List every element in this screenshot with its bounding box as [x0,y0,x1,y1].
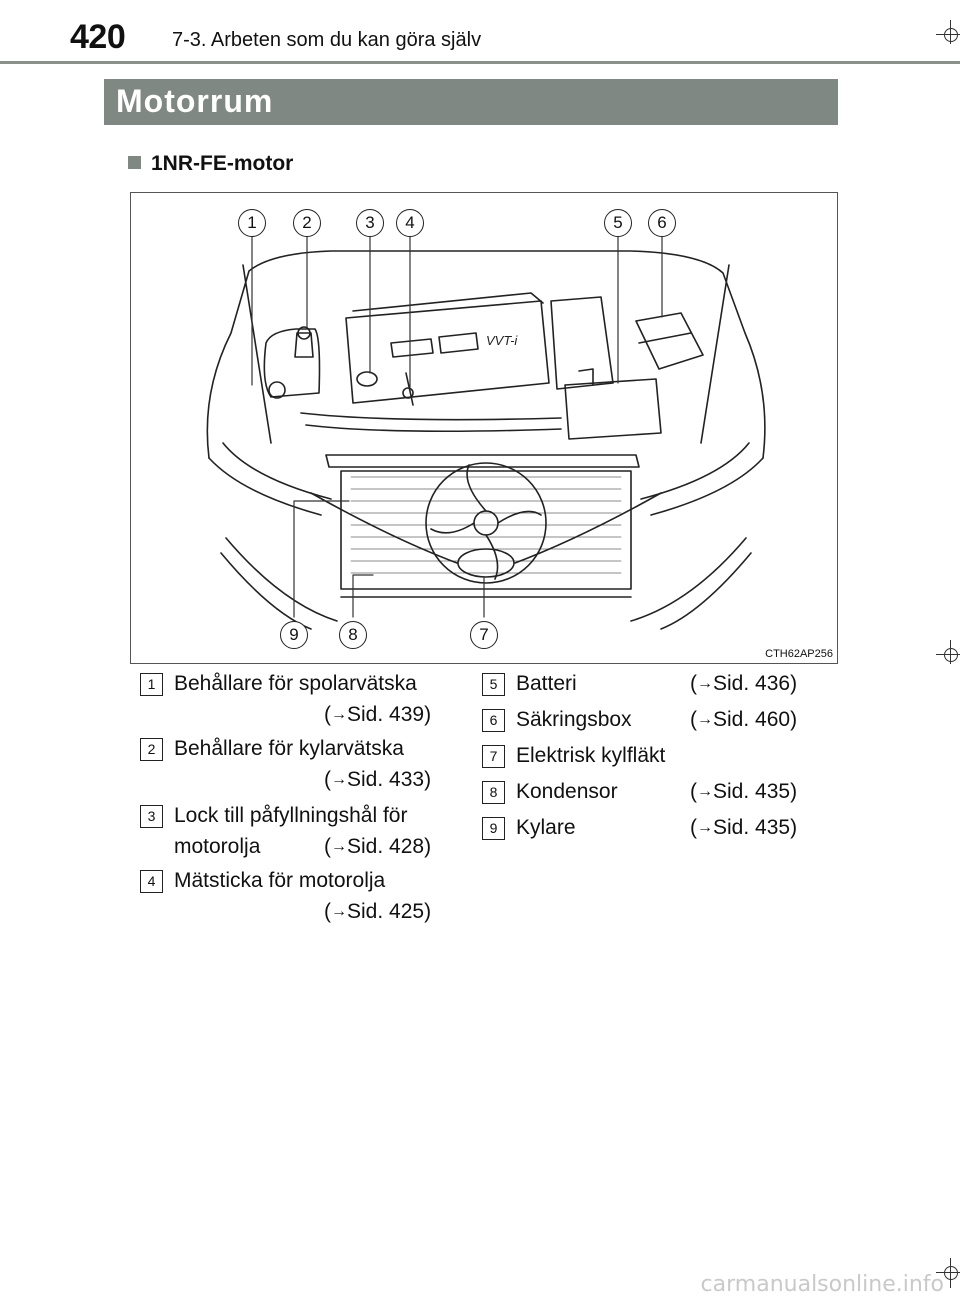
callout-9: 9 [280,621,308,649]
legend-item-8: 8 Kondensor (→Sid. 435) [482,776,822,809]
callout-1: 1 [238,209,266,237]
page-reference: (→Sid. 435) [690,780,798,803]
page-reference: (→Sid. 435) [690,816,798,839]
page-reference: (→Sid. 425) [324,900,432,923]
reference-link[interactable]: Sid. 439 [347,703,425,726]
callout-5: 5 [604,209,632,237]
reference-link[interactable]: Sid. 428 [347,835,425,858]
engine-compartment-figure: VVT-i [130,192,838,664]
arrow-right-icon: → [331,771,347,788]
legend-number: 7 [482,745,505,768]
page-reference: (→Sid. 439) [324,703,432,726]
section-banner: Motorrum [104,79,838,125]
callout-2: 2 [293,209,321,237]
legend-item-1: 1 Behållare för spolarvätska (→Sid. 439) [140,668,460,732]
legend-item-9: 9 Kylare (→Sid. 435) [482,812,822,845]
vvti-label: VVT-i [486,333,518,348]
legend-number: 9 [482,817,505,840]
arrow-right-icon: → [697,783,713,800]
section-title: Motorrum [116,83,274,119]
arrow-right-icon: → [331,706,347,723]
legend-item-3: 3 Lock till påfyllningshål för motorolja… [140,800,460,864]
legend-text: Säkringsbox [516,708,632,731]
reference-link[interactable]: Sid. 433 [347,768,425,791]
legend-text: Kylare [516,816,576,839]
header-rule [0,61,960,64]
legend-text: Mätsticka för motorolja [174,869,386,892]
legend-item-2: 2 Behållare för kylarvätska (→Sid. 433) [140,733,460,797]
arrow-right-icon: → [331,838,347,855]
arrow-right-icon: → [697,675,713,692]
reference-link[interactable]: Sid. 425 [347,900,425,923]
reference-link[interactable]: Sid. 435 [713,780,791,803]
reference-link[interactable]: Sid. 435 [713,816,791,839]
callout-8: 8 [339,621,367,649]
reference-link[interactable]: Sid. 436 [713,672,791,695]
legend-text: Kondensor [516,780,618,803]
figure-code: CTH62AP256 [765,648,833,660]
callout-7: 7 [470,621,498,649]
legend-item-5: 5 Batteri (→Sid. 436) [482,668,822,701]
legend-number: 1 [140,673,163,696]
legend-item-7: 7 Elektrisk kylfläkt [482,740,822,773]
page-number: 420 [70,18,126,56]
page-reference: (→Sid. 436) [690,672,798,695]
legend-item-6: 6 Säkringsbox (→Sid. 460) [482,704,822,737]
legend-text: Behållare för spolarvätska [174,672,417,695]
legend-text: Behållare för kylarvätska [174,737,404,760]
callout-3: 3 [356,209,384,237]
arrow-right-icon: → [697,819,713,836]
subheading: 1NR-FE-motor [128,152,293,176]
legend-text-line-2: motorolja [174,835,261,858]
running-header: 7-3. Arbeten som du kan göra själv [172,29,482,51]
legend-text: Elektrisk kylfläkt [516,744,666,767]
legend-number: 6 [482,709,505,732]
reference-link[interactable]: Sid. 460 [713,708,791,731]
page-reference: (→Sid. 428) [324,835,432,858]
arrow-right-icon: → [331,903,347,920]
legend-number: 5 [482,673,505,696]
arrow-right-icon: → [697,711,713,728]
legend-number: 8 [482,781,505,804]
legend-number: 3 [140,805,163,828]
subheading-text: 1NR-FE-motor [151,152,294,175]
legend-number: 2 [140,738,163,761]
page-reference: (→Sid. 433) [324,768,432,791]
watermark: carmanualsonline.info [700,1272,944,1297]
page-reference: (→Sid. 460) [690,708,798,731]
legend-item-4: 4 Mätsticka för motorolja (→Sid. 425) [140,865,460,929]
engine-illustration: VVT-i [206,232,766,630]
legend-number: 4 [140,870,163,893]
callout-6: 6 [648,209,676,237]
legend-text: Batteri [516,672,577,695]
square-bullet-icon [128,156,141,169]
legend-text: Lock till påfyllningshål för [174,804,408,827]
callout-4: 4 [396,209,424,237]
